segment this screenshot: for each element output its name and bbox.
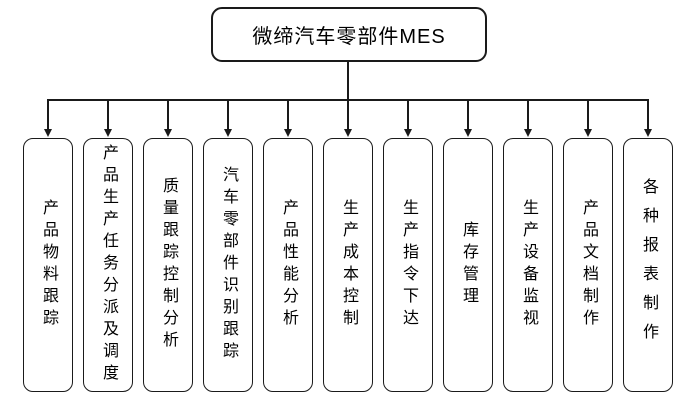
arrow-connector-6 (344, 100, 351, 137)
arrow-connector-11 (644, 100, 651, 137)
root-stem-connector (347, 62, 349, 100)
node-product-document-creation: 产品文档制作 (563, 138, 613, 392)
arrow-connector-10 (584, 100, 591, 137)
node-inventory-management: 库存管理 (443, 138, 493, 392)
arrow-connector-3 (164, 100, 171, 137)
node-label: 产品性能分析 (280, 199, 297, 331)
root-node-mes: 微缔汽车零部件MES (211, 7, 487, 62)
node-label: 库存管理 (460, 221, 477, 309)
arrow-connector-4 (224, 100, 231, 137)
node-production-cost-control: 生产成本控制 (323, 138, 373, 392)
arrow-connector-7 (404, 100, 411, 137)
node-label: 各种报表制作 (640, 178, 657, 352)
node-label: 质量跟踪控制分析 (160, 177, 177, 353)
node-label: 产品生产任务分派及调度 (100, 144, 117, 386)
node-label: 产品文档制作 (580, 199, 597, 331)
node-product-performance-analysis: 产品性能分析 (263, 138, 313, 392)
node-production-order-issuing: 生产指令下达 (383, 138, 433, 392)
node-production-task-dispatch-scheduling: 产品生产任务分派及调度 (83, 138, 133, 392)
root-node-label: 微缔汽车零部件MES (252, 26, 446, 48)
node-label: 生产指令下达 (400, 199, 417, 331)
node-label: 生产设备监视 (520, 199, 537, 331)
node-product-material-tracking: 产品物料跟踪 (23, 138, 73, 392)
node-label: 生产成本控制 (340, 199, 357, 331)
node-auto-parts-identification-tracking: 汽车零部件识别跟踪 (203, 138, 253, 392)
arrow-connector-5 (284, 100, 291, 137)
arrow-connector-2 (104, 100, 111, 137)
node-report-creation: 各种报表制作 (623, 138, 673, 392)
node-label: 产品物料跟踪 (40, 199, 57, 331)
node-production-equipment-monitoring: 生产设备监视 (503, 138, 553, 392)
node-quality-tracking-control-analysis: 质量跟踪控制分析 (143, 138, 193, 392)
arrow-connector-8 (464, 100, 471, 137)
arrow-connector-9 (524, 100, 531, 137)
arrow-connector-1 (44, 100, 51, 137)
node-label: 汽车零部件识别跟踪 (220, 166, 237, 364)
